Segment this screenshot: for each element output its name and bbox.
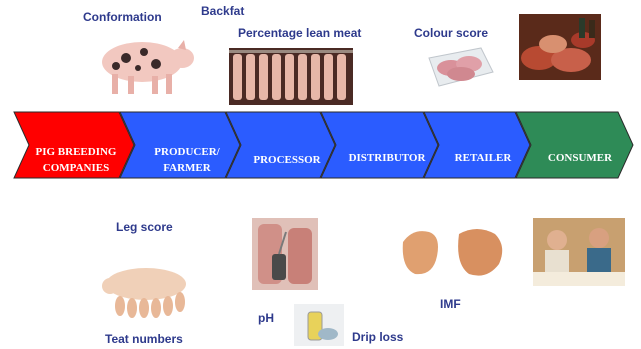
chevron-pig-breeding-text: PIG BREEDING COMPANIES [36,144,117,176]
chevron-pig-breeding-line2: COMPANIES [36,160,117,176]
chevron-producer-line2: FARMER [154,160,219,176]
chevron-retailer-text: RETAILER [455,150,512,166]
ph-meter-photo [252,218,318,290]
chevron-retailer [424,112,530,178]
label-imf: IMF [440,297,461,311]
chevron-producer-line1: PRODUCER/ [154,144,219,160]
chevron-distributor-line1: DISTRIBUTOR [349,150,426,166]
label-leg-score: Leg score [116,220,173,234]
drip-sample-photo [294,304,344,346]
chops-photo [399,224,509,280]
chevron-processor-line1: PROCESSOR [253,152,320,168]
chevron-consumer [516,112,633,178]
packaged-meat-photo [425,42,495,92]
label-backfat: Backfat [201,4,244,18]
chevron-processor [226,112,335,178]
carcasses-photo [229,48,353,105]
dining-photo [533,218,625,286]
chevron-consumer-line1: CONSUMER [548,150,612,166]
chevron-consumer-text: CONSUMER [548,150,612,166]
label-conformation: Conformation [83,10,162,24]
sow-piglets-photo [100,258,192,324]
chevron-pig-breeding-line1: PIG BREEDING [36,144,117,160]
label-drip-loss: Drip loss [352,330,403,344]
label-lean-meat: Percentage lean meat [238,26,361,40]
label-colour-score: Colour score [414,26,488,40]
chevron-processor-text: PROCESSOR [253,152,320,168]
label-ph: pH [258,311,274,325]
chevron-retailer-line1: RETAILER [455,150,512,166]
chevron-distributor-text: DISTRIBUTOR [349,150,426,166]
chevron-producer-text: PRODUCER/ FARMER [154,144,219,176]
pig-photo [86,30,196,98]
chevron-distributor [321,112,438,178]
label-teat-numbers: Teat numbers [105,332,183,346]
meat-display-photo [519,14,601,80]
